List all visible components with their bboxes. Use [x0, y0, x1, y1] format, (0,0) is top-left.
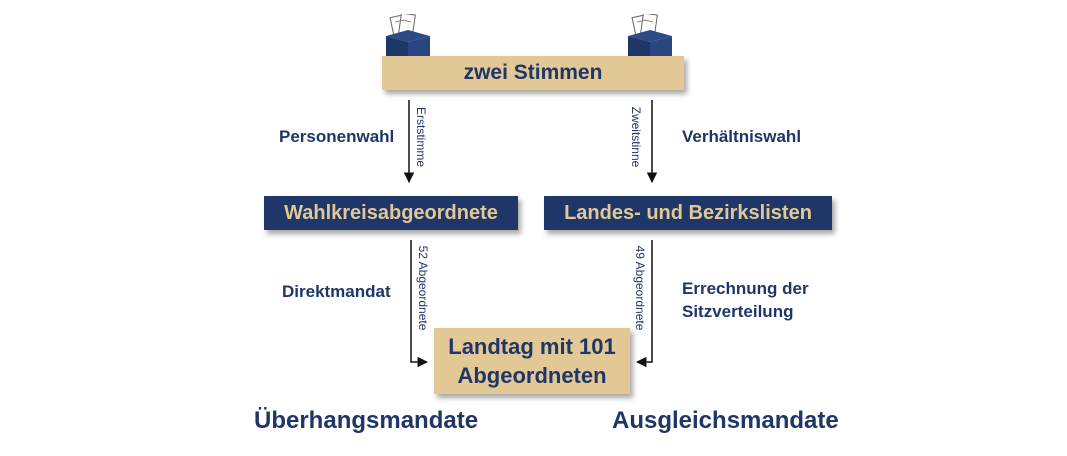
arrow-direktmandat: [410, 240, 429, 368]
wahlkreisabgeordnete-label: Wahlkreisabgeordnete: [284, 201, 498, 224]
zweitstimme-label: Zweitstinne: [629, 106, 643, 168]
52-abgeordnete-label: 52 Abgeordnete: [416, 245, 430, 331]
ueberhangsmandate-label: Überhangsmandate: [254, 407, 479, 434]
personenwahl-label: Personenwahl: [279, 127, 395, 146]
verhaeltniswahl-label: Verhältniswahl: [682, 127, 802, 146]
erststimme-label: Erststimme: [414, 107, 428, 167]
landtag-line1: Landtag mit 101: [448, 334, 616, 359]
landtag-box: Landtag mit 101 Abgeordneten: [434, 328, 630, 394]
errechnung-label: Errechnung der Sitzverteilung: [682, 277, 809, 323]
arrow-sitzverteilung: [635, 240, 653, 368]
landtag-line2: Abgeordneten: [457, 363, 607, 388]
direktmandat-label: Direktmandat: [282, 282, 391, 301]
errechnung-line1: Errechnung der: [682, 279, 809, 298]
wahlkreisabgeordnete-box: Wahlkreisabgeordnete: [264, 196, 518, 230]
landes-bezirkslisten-box: Landes- und Bezirkslisten: [544, 196, 832, 230]
zwei-stimmen-label: zwei Stimmen: [463, 61, 603, 84]
49-abgeordnete-label: 49 Abgeordnete: [633, 245, 647, 331]
landes-bezirkslisten-label: Landes- und Bezirkslisten: [564, 201, 812, 224]
zwei-stimmen-box: zwei Stimmen: [382, 56, 684, 90]
errechnung-line2: Sitzverteilung: [682, 302, 794, 321]
ausgleichsmandate-label: Ausgleichsmandate: [612, 407, 839, 434]
